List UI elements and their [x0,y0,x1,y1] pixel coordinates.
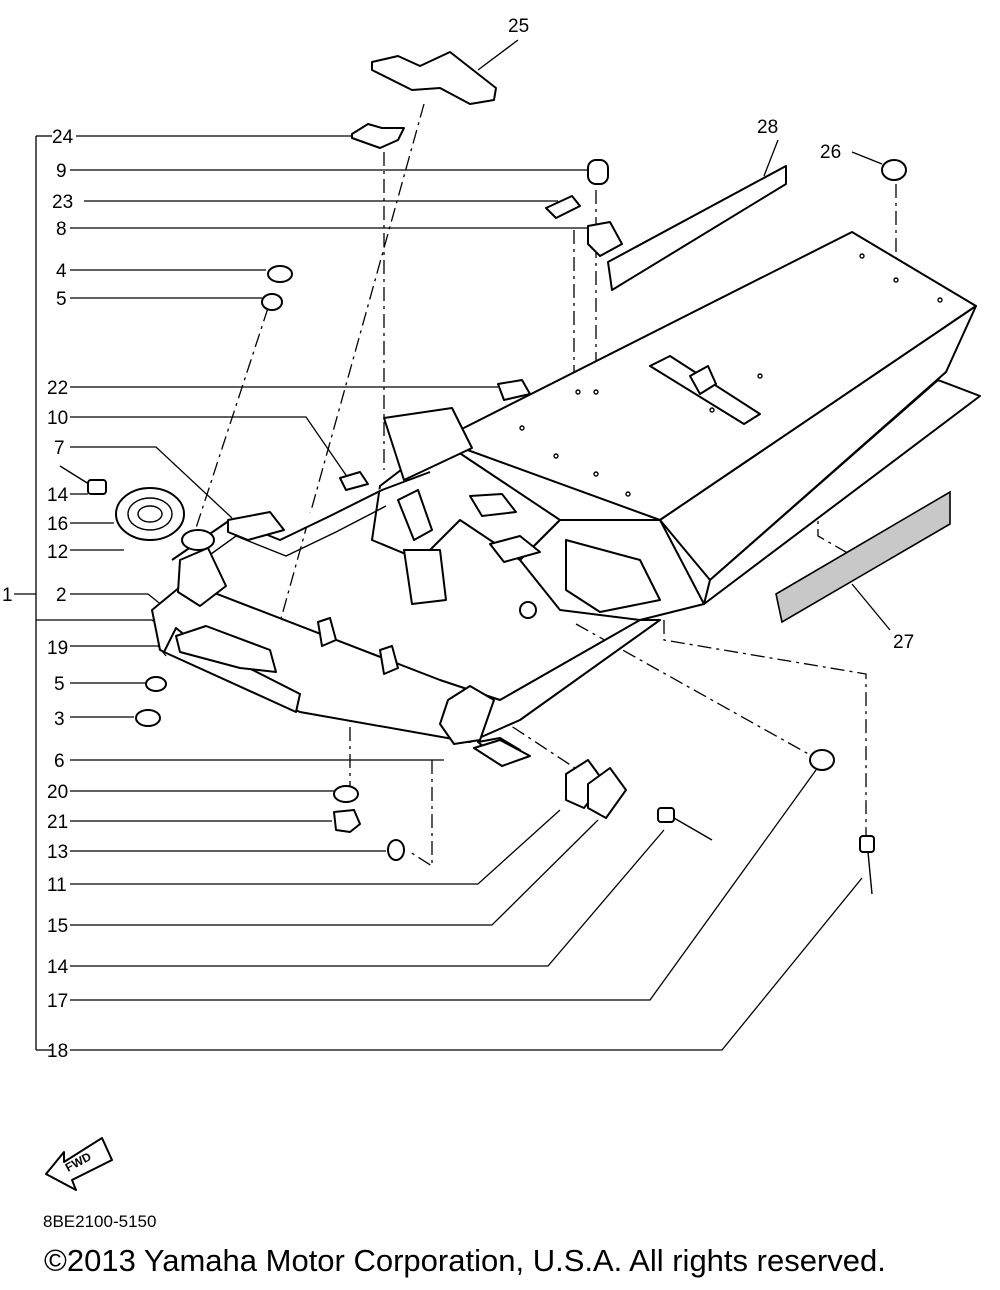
callout-12: 12 [47,542,68,563]
part-8-bracket [587,221,623,257]
part-14-bolt-lower [657,807,713,841]
part-23-block [545,195,581,219]
part-15-mount [587,767,627,819]
callout-24: 24 [52,127,74,148]
callout-19: 19 [47,638,68,659]
callout-3: 3 [54,709,65,730]
assembly-bracket [14,135,52,1051]
part-12-plate [181,529,215,551]
callout-18: 18 [47,1041,68,1062]
part-20-grommet [333,785,359,803]
callout-1: 1 [2,585,13,606]
callout-7: 7 [54,438,65,459]
callout-13: 13 [47,842,68,863]
callout-2: 2 [56,585,67,606]
part-24-pad [351,123,405,149]
part-6-bracket [473,739,531,767]
callout-10: 10 [47,408,68,429]
part-13-washer [387,839,405,861]
part-17-cap [809,749,835,771]
callout-9: 9 [56,161,67,182]
callout-11: 11 [47,875,67,896]
callout-28: 28 [757,117,778,138]
callout-15: 15 [47,916,68,937]
leader-lines [36,39,891,1051]
callout-23: 23 [52,192,73,213]
part-21-nut [333,809,361,833]
callout-5-upper: 5 [56,289,67,310]
callout-labels: 1 24 9 23 8 4 5 22 10 7 14 16 12 2 19 5 … [2,16,914,1062]
callout-26: 26 [820,142,841,163]
callout-27: 27 [893,632,914,653]
part-10-block [339,471,369,491]
diagram-code: 8BE2100-5150 [43,1212,157,1231]
callout-16: 16 [47,514,68,535]
part-27-decal [775,490,951,624]
callout-22: 22 [47,378,68,399]
part-4-grommet [267,265,293,283]
frame-tunnel [151,231,981,763]
callout-5-lower: 5 [54,674,65,695]
callout-25: 25 [508,16,529,37]
callout-8: 8 [56,219,67,240]
copyright-notice: ©2013 Yamaha Motor Corporation, U.S.A. A… [44,1243,886,1278]
part-7-plate [227,511,285,541]
callout-21: 21 [47,812,68,833]
part-28-strip [607,165,787,291]
part-16-boot [115,487,185,541]
part-22-block [497,379,531,401]
callout-17: 17 [47,991,68,1012]
callout-4: 4 [56,261,67,282]
hardware-parts [59,51,951,895]
callout-20: 20 [47,782,68,803]
part-9-cap [587,159,609,185]
part-25-pad [371,51,497,105]
part-3-grommet [135,709,161,727]
part-5-lower [145,676,167,692]
part-14-bolt-upper [59,465,107,495]
part-5-upper [261,293,283,311]
callout-6: 6 [54,751,65,772]
callout-14-lower: 14 [47,957,69,978]
part-26-cap [881,159,907,181]
callout-14-upper: 14 [47,485,69,506]
fwd-arrow: FWD [45,1137,113,1191]
part-18-rivet [859,835,875,895]
